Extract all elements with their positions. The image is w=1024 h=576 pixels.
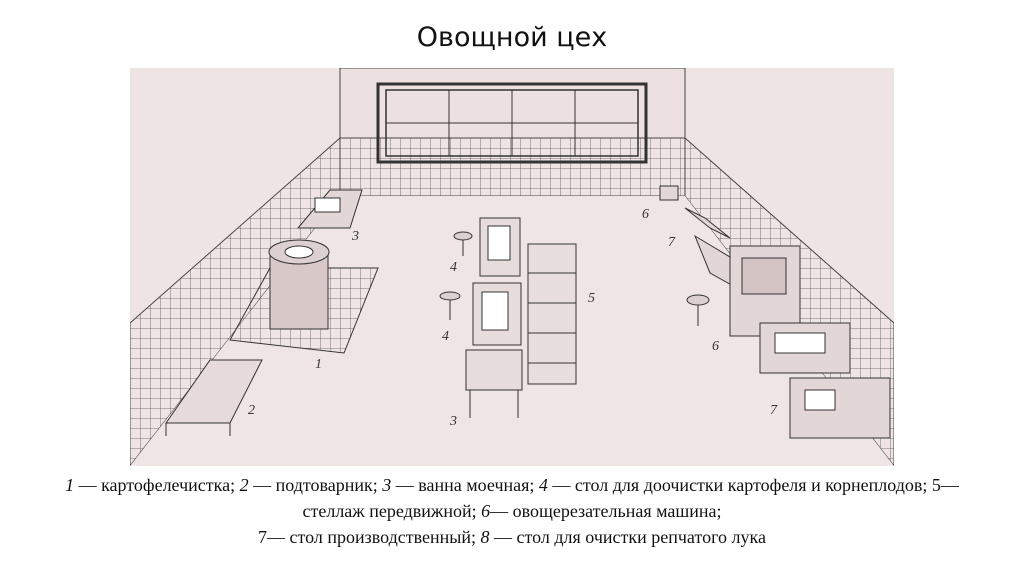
stools xyxy=(439,231,710,326)
label-2: 2 xyxy=(248,403,255,418)
caption-num-8: 8 xyxy=(480,527,490,547)
label-3b: 3 xyxy=(449,414,457,429)
caption-text-5: — стеллаж передвижной; xyxy=(302,475,959,521)
caption-text-1: — картофелечистка; xyxy=(74,475,240,495)
label-1: 1 xyxy=(315,357,322,372)
right-equipment xyxy=(659,185,891,439)
pallet xyxy=(165,359,263,436)
mobile-rack xyxy=(527,243,577,385)
caption-text-6: — овощерезательная машина; xyxy=(490,501,722,521)
caption-num-1: 1 xyxy=(65,475,75,495)
vegetable-shop-illustration: 1 2 3 3 4 4 5 6 6 7 7 xyxy=(130,68,894,466)
label-4b: 4 xyxy=(442,329,449,344)
caption-num-4: 4 xyxy=(538,475,548,495)
cleaning-tables xyxy=(465,217,523,418)
caption-text-8: — стол для очистки репчатого лука xyxy=(489,527,766,547)
caption-num-7: 7 xyxy=(258,527,268,547)
potato-peeler xyxy=(229,239,379,354)
room-drawing: 1 2 3 3 4 4 5 6 6 7 7 xyxy=(130,68,894,466)
label-6a: 6 xyxy=(642,207,649,222)
figure-caption: 1 — картофелечистка; 2 — подтоварник; 3 … xyxy=(40,472,984,550)
label-5: 5 xyxy=(588,291,595,306)
caption-text-7: — стол производственный; xyxy=(267,527,481,547)
caption-text-2: — подтоварник; xyxy=(248,475,383,495)
label-4a: 4 xyxy=(450,260,457,275)
slide-title: Овощной цех xyxy=(416,22,608,53)
label-3a: 3 xyxy=(351,229,359,244)
label-7b: 7 xyxy=(770,403,778,418)
label-6b: 6 xyxy=(712,339,719,354)
caption-num-2: 2 xyxy=(239,475,249,495)
label-7a: 7 xyxy=(668,235,676,250)
caption-num-5: 5 xyxy=(931,475,941,495)
caption-text-4: — стол для доочистки картофеля и корнепл… xyxy=(547,475,932,495)
caption-num-6: 6 xyxy=(481,501,491,521)
window xyxy=(376,82,648,164)
washing-bath-left xyxy=(296,189,363,229)
caption-num-3: 3 xyxy=(382,475,392,495)
caption-text-3: — ванна моечная; xyxy=(391,475,539,495)
